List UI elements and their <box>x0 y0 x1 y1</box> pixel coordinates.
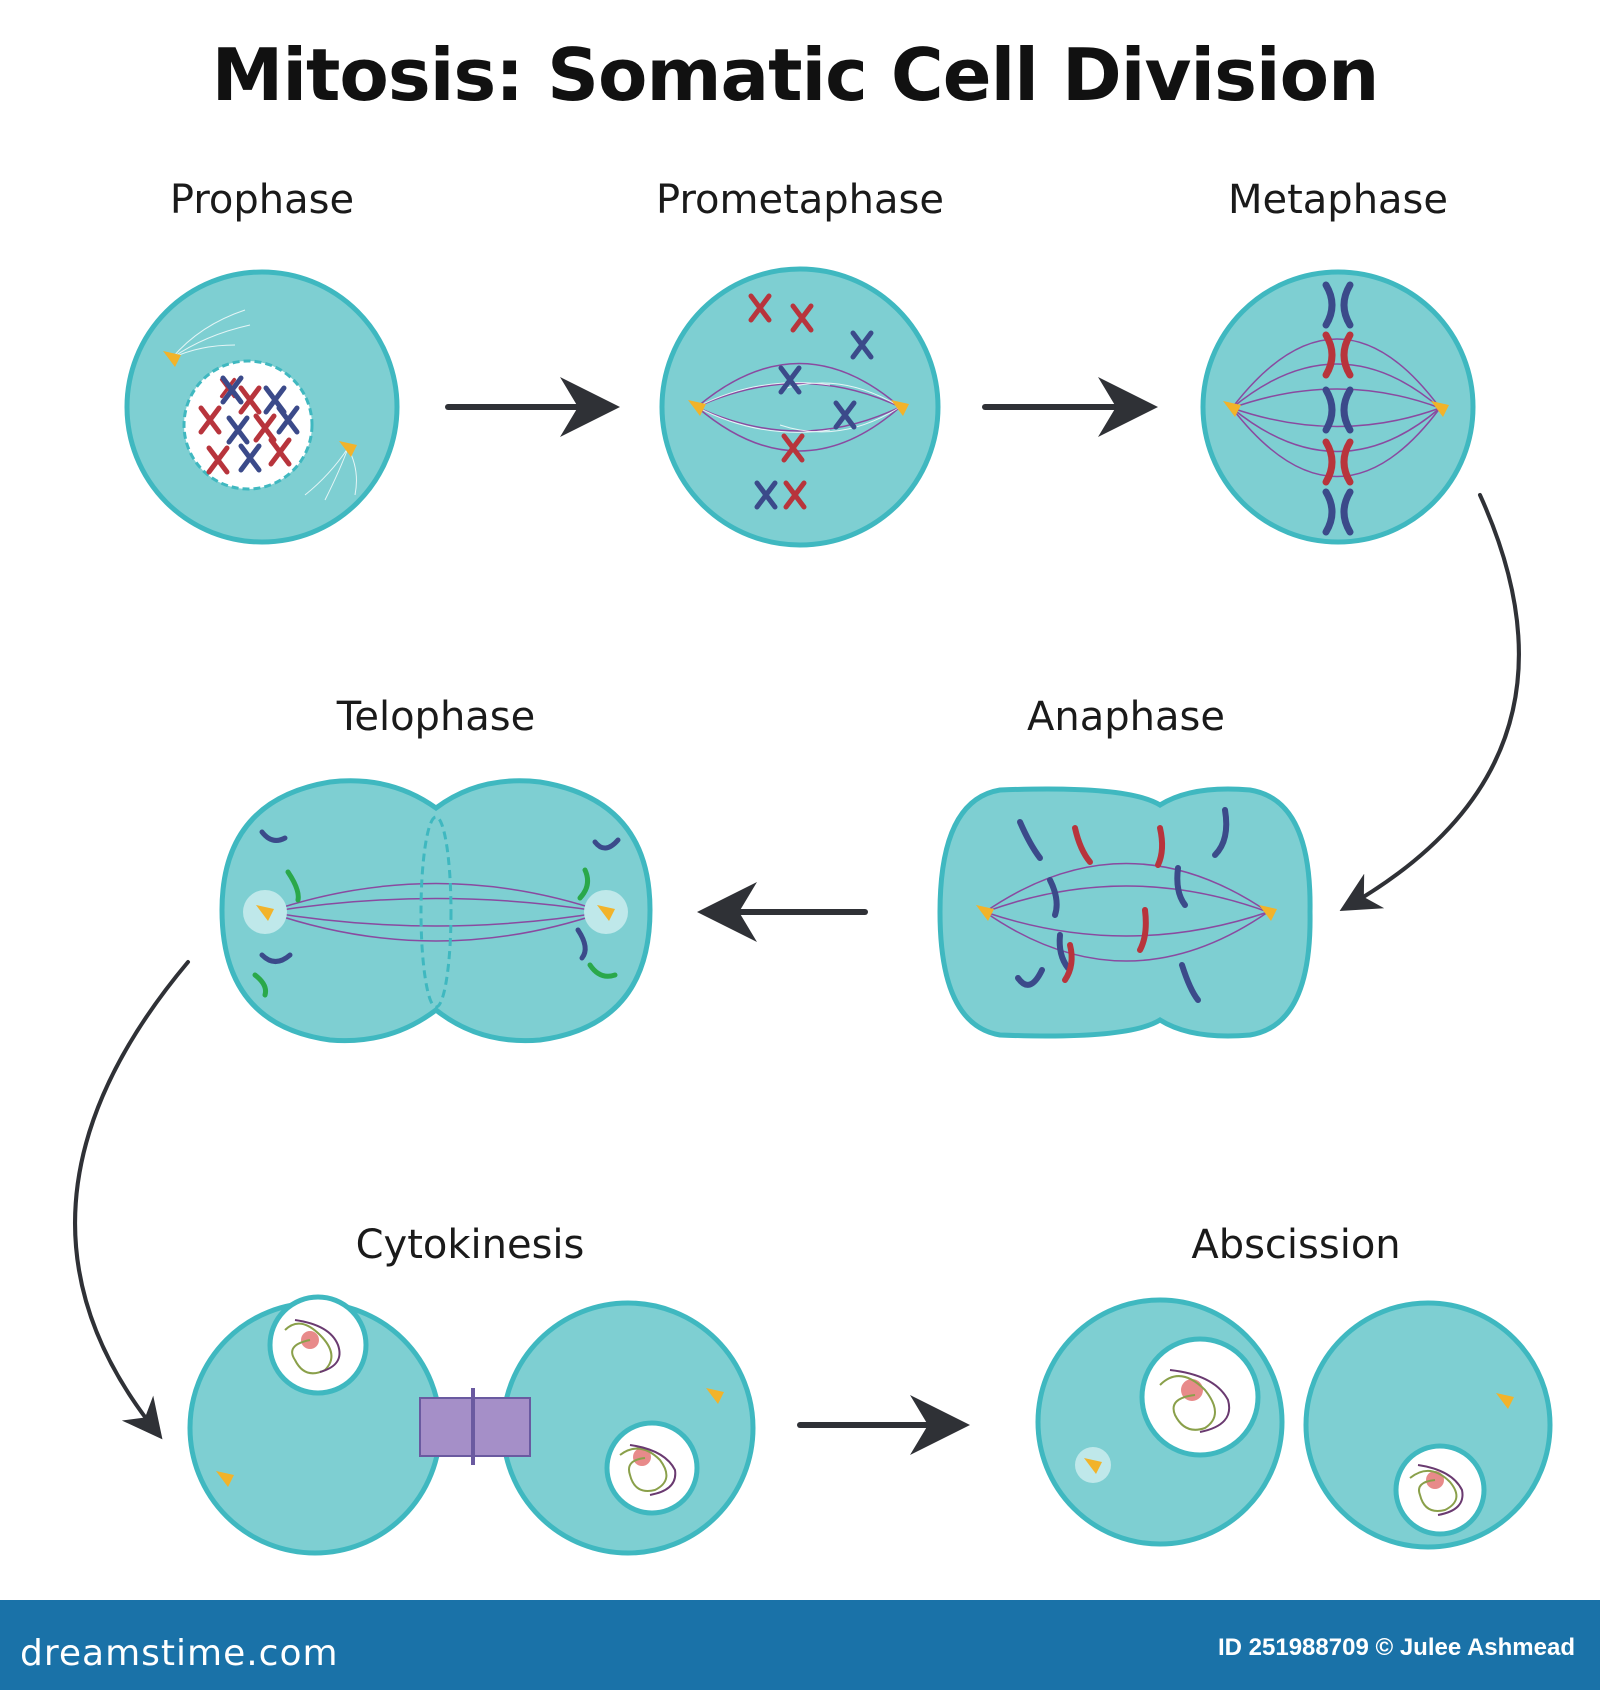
stage-label-prometaphase: Prometaphase <box>656 177 944 223</box>
prophase-cell <box>124 269 400 545</box>
arrow-telophase-to-cytokinesis <box>73 960 190 1440</box>
abscission-cell-right <box>1303 1300 1553 1550</box>
stage-label-abscission: Abscission <box>1191 1222 1400 1268</box>
stage-label-cytokinesis: Cytokinesis <box>356 1222 585 1268</box>
anaphase-cell <box>937 786 1313 1039</box>
abscission-cell-left <box>1035 1297 1285 1547</box>
stage-label-metaphase: Metaphase <box>1228 177 1448 223</box>
nucleus <box>182 359 314 491</box>
telophase-cell <box>219 778 653 1044</box>
nucleus <box>267 1294 369 1396</box>
metaphase-cell <box>1200 269 1476 545</box>
nucleus <box>1393 1443 1487 1537</box>
nucleus <box>1139 1336 1261 1458</box>
cytokinesis-cell <box>187 1294 756 1556</box>
stage-label-prophase: Prophase <box>170 177 354 223</box>
arrow-metaphase-to-anaphase <box>1339 493 1521 912</box>
footer-site[interactable]: dreamstime.com <box>20 1633 339 1674</box>
prometaphase-cell <box>659 266 941 548</box>
stage-label-telophase: Telophase <box>336 694 536 740</box>
footer-bar <box>0 1600 1600 1690</box>
diagram-title: Mitosis: Somatic Cell Division <box>212 33 1379 117</box>
footer-credit: ID 251988709 © Julee Ashmead <box>1218 1634 1575 1661</box>
stage-label-anaphase: Anaphase <box>1027 694 1225 740</box>
nucleus <box>604 1420 700 1516</box>
